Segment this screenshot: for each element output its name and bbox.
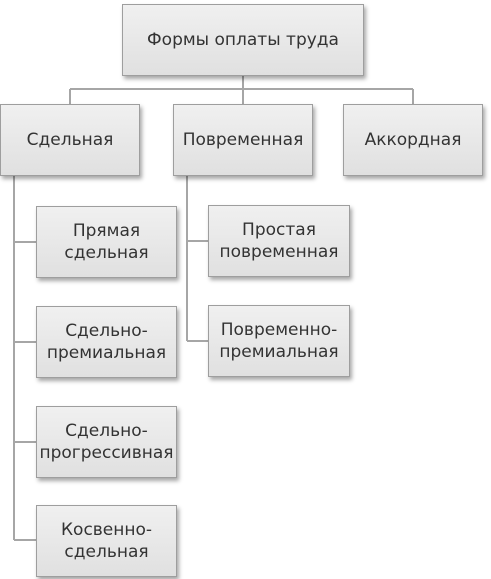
subtype-node-piece-rate-progressive: Сдельно- прогрессивная [36,406,177,478]
subtype-node-time-rate-bonus: Повременно- премиальная [208,305,350,377]
subtype-node-simple-time-rate: Простая повременная [208,205,350,277]
category-node-time-rate: Повременная [173,104,313,176]
category-node-piece-rate: Сдельная [0,104,140,176]
subtype-node-piece-rate-bonus: Сдельно- премиальная [36,306,177,378]
root-node: Формы оплаты труда [122,4,364,76]
subtype-node-direct-piece-rate: Прямая сдельная [36,206,177,278]
subtype-node-indirect-piece-rate: Косвенно- сдельная [36,505,177,577]
category-node-chord: Аккордная [343,104,483,176]
